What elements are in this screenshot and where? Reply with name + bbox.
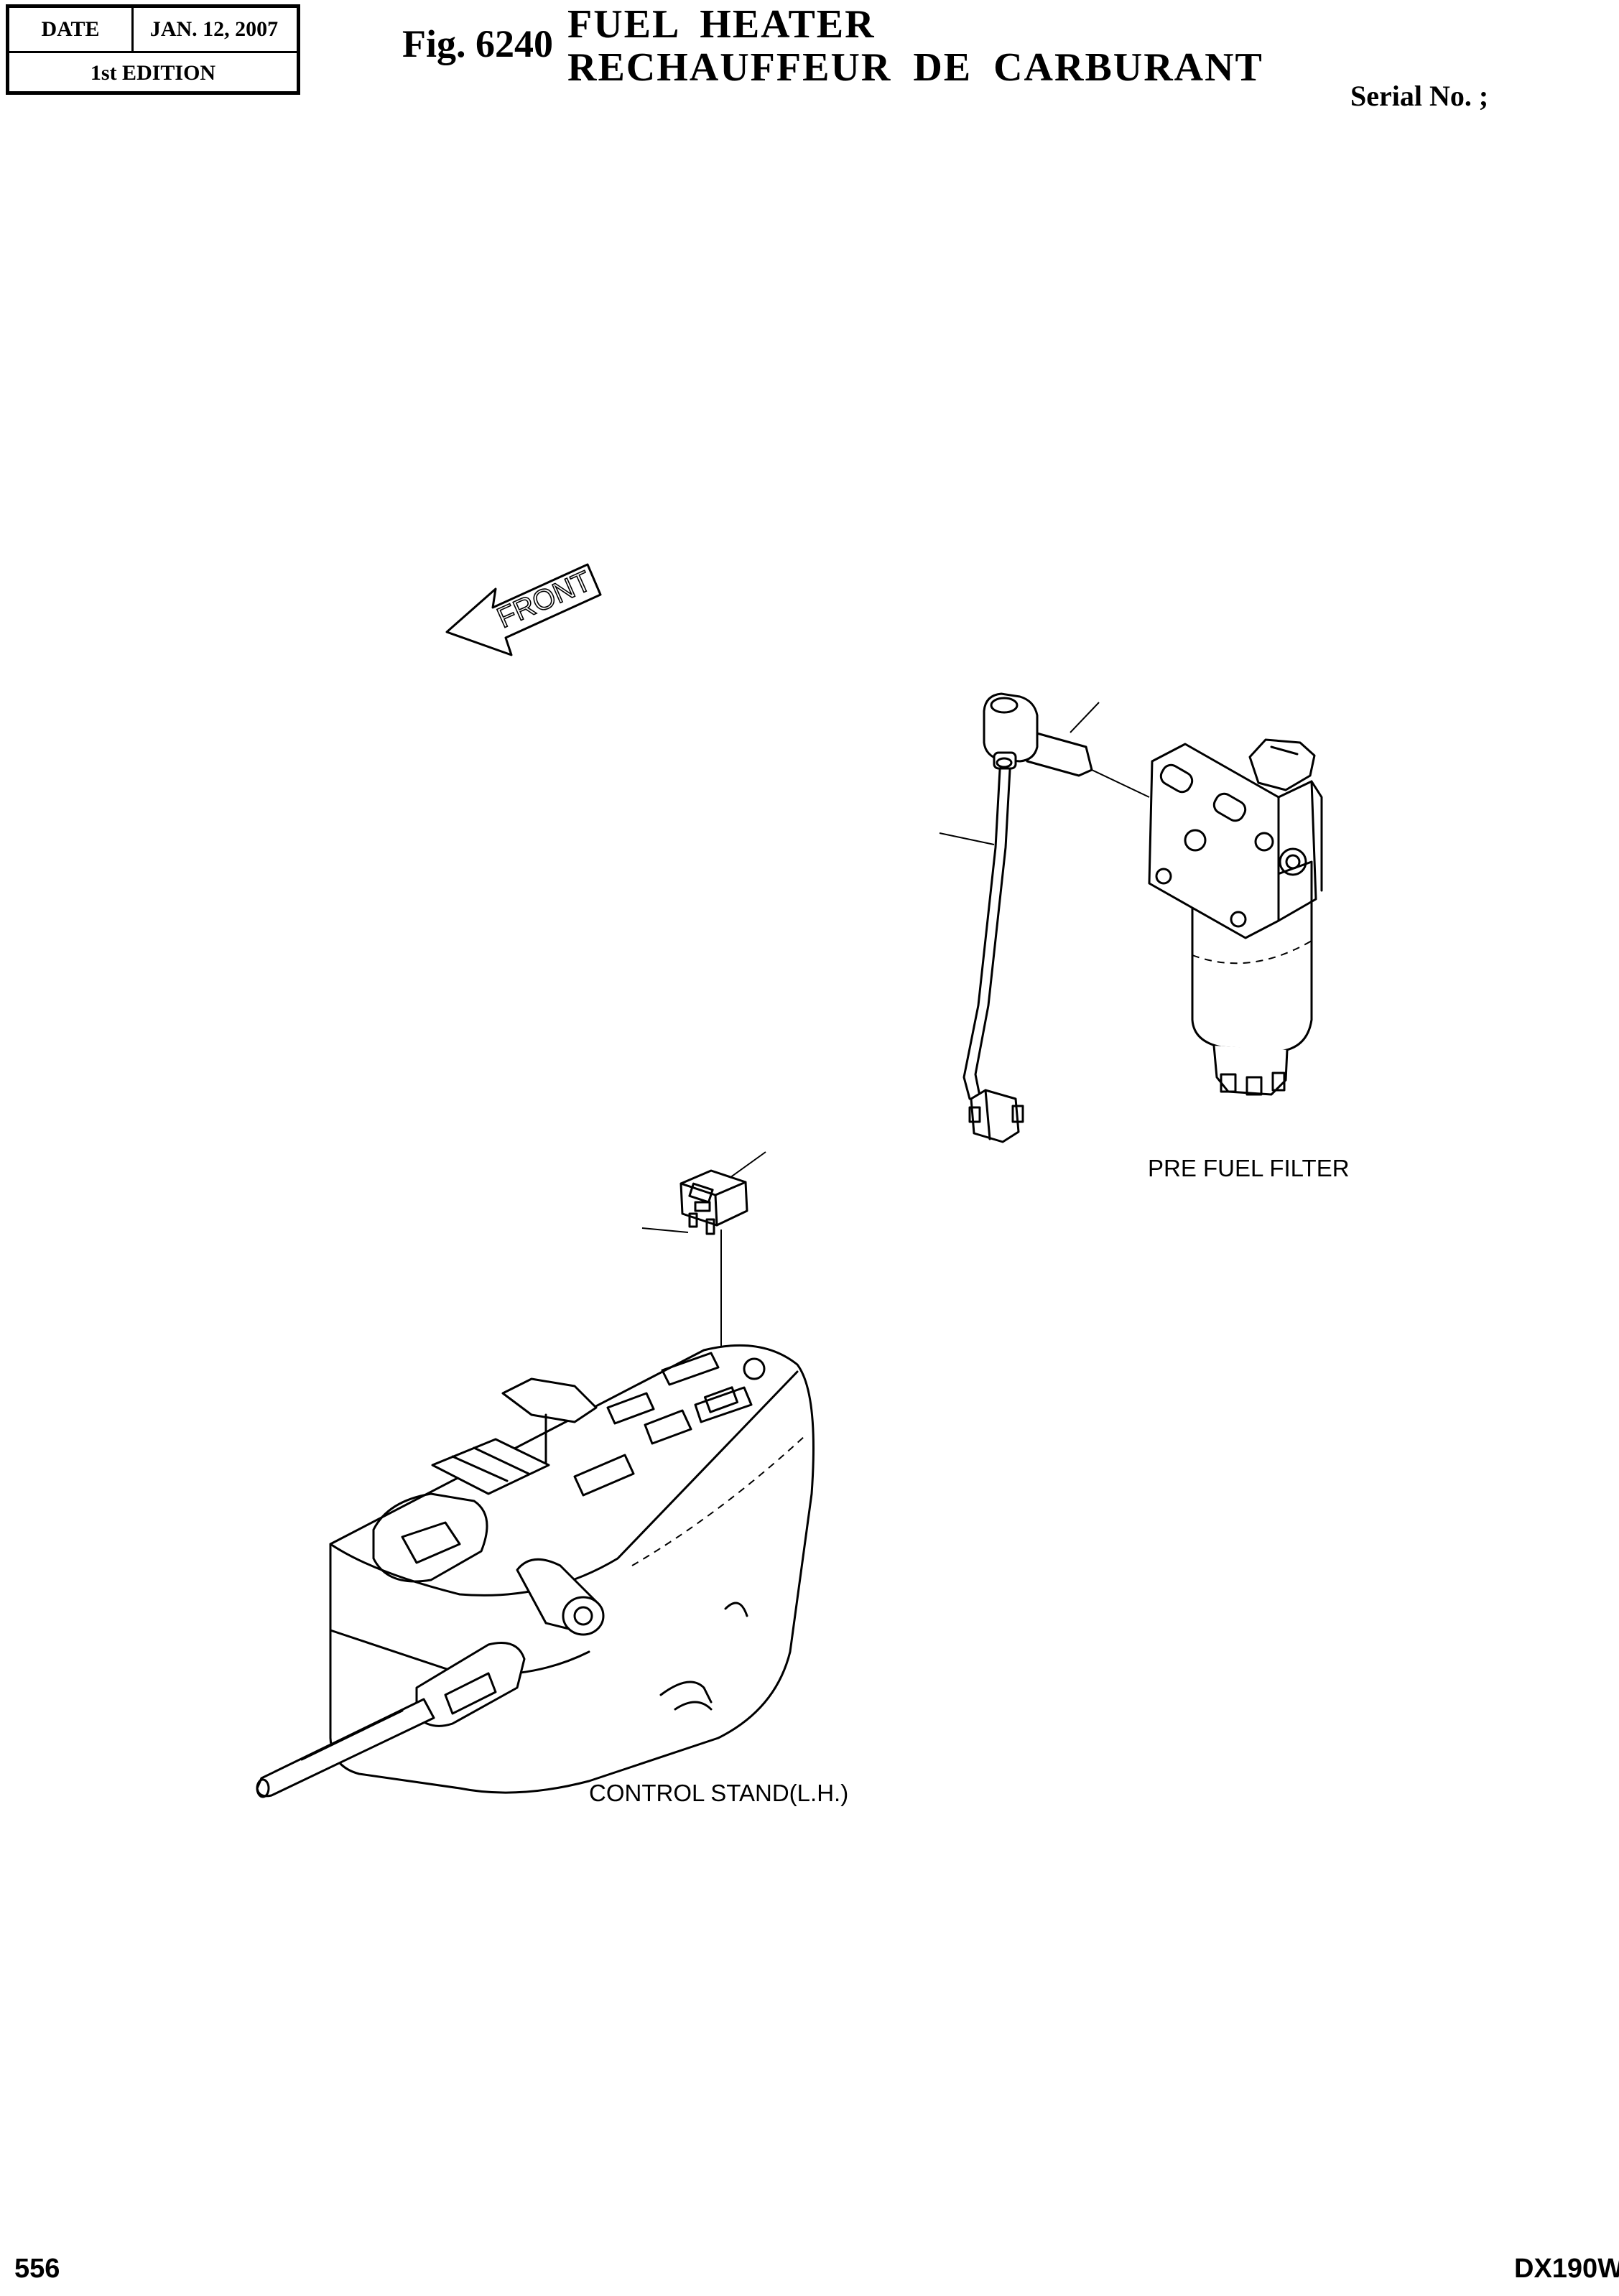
title-french: RECHAUFFEUR DE CARBURANT: [567, 45, 1263, 90]
figure-number: Fig. 6240: [402, 22, 553, 65]
heater-switch: [641, 1151, 766, 1379]
control-stand: [256, 1344, 815, 1798]
control-stand-caption: CONTROL STAND(L.H.): [589, 1780, 849, 1806]
title-english: FUEL HEATER: [567, 2, 876, 47]
front-arrow: FRONT: [445, 563, 602, 656]
date-value: JAN. 12, 2007: [149, 17, 279, 41]
page-number: 556: [14, 2254, 60, 2284]
pre-fuel-filter-caption: PRE FUEL FILTER: [1148, 1155, 1350, 1181]
fuel-heater: [939, 692, 1150, 1143]
date-box: DATE JAN. 12, 2007 1st EDITION: [6, 4, 300, 95]
model-code: DX190W: [1514, 2254, 1619, 2284]
serial-number-label: Serial No. ;: [1350, 80, 1489, 112]
front-label: FRONT: [493, 565, 596, 634]
pre-fuel-filter: [1148, 738, 1323, 1096]
edition-label: 1st EDITION: [9, 51, 297, 93]
date-label: DATE: [9, 8, 134, 51]
